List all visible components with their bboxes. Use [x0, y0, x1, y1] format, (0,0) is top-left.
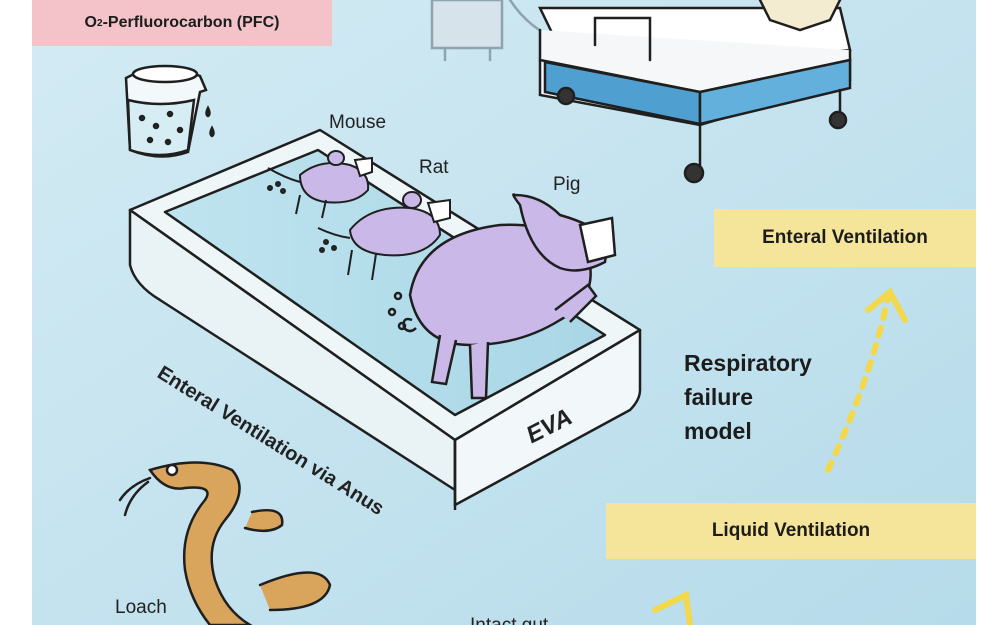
- bottom-partial-label: Intact gut: [470, 615, 548, 625]
- loach-label: Loach: [115, 597, 167, 618]
- pfc-suffix: -Perfluorocarbon (PFC): [102, 14, 280, 31]
- respiratory-failure-label: Respiratory failure model: [684, 346, 812, 448]
- pig-icon: [387, 193, 617, 400]
- respiratory-line-1: Respiratory: [684, 350, 812, 376]
- respiratory-line-2: failure: [684, 384, 754, 410]
- hospital-bed-icon: [430, 0, 852, 184]
- liquid-ventilation-box: Liquid Ventilation: [606, 503, 976, 559]
- mouse-icon: [267, 150, 373, 219]
- pfc-subscript: 2: [97, 17, 103, 29]
- eva-tank: [128, 128, 642, 510]
- beaker-icon: [124, 64, 215, 158]
- mouse-label: Mouse: [329, 112, 387, 133]
- pig-label: Pig: [553, 174, 581, 195]
- pfc-prefix: O: [84, 14, 97, 31]
- arrow-up-icon: [652, 287, 908, 625]
- respiratory-line-3: model: [684, 418, 752, 444]
- rat-icon: [317, 191, 451, 281]
- enteral-ventilation-box: Enteral Ventilation: [714, 209, 976, 267]
- rat-label: Rat: [419, 157, 449, 178]
